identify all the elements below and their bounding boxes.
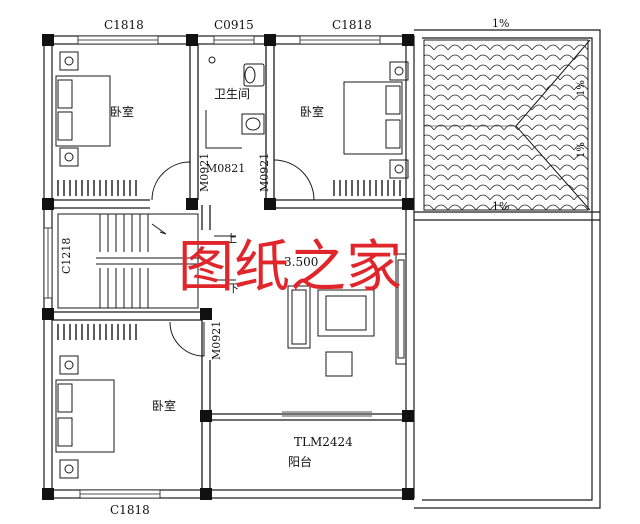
- bathroom-fixtures: [205, 56, 265, 149]
- stair-down-label: 下: [228, 282, 239, 295]
- room-label-balcony: 阳台: [288, 454, 312, 469]
- roof-slope-label-3: 1%: [576, 142, 587, 158]
- window-label-top-mid: C0915: [214, 18, 254, 32]
- door-label-bath: M0821: [206, 162, 245, 175]
- door-label-bedroom-right: M0921: [258, 153, 271, 192]
- watermark: 图纸之家: [178, 235, 402, 300]
- room-label-bedroom-top-right: 卧室: [300, 104, 324, 119]
- roof-slope-label-1: 1%: [492, 17, 509, 30]
- room-label-bedroom-bottom: 卧室: [152, 398, 176, 413]
- columns: [42, 34, 414, 500]
- balcony-door: [282, 411, 372, 417]
- room-label-bathroom: 卫生间: [214, 87, 250, 101]
- living-furniture: [287, 253, 407, 377]
- stair-up-label: 上: [226, 232, 237, 245]
- bed-top-right: [343, 61, 409, 179]
- window-label-bottom-left: C1818: [110, 503, 150, 517]
- door-label-balcony: TLM2424: [294, 435, 353, 449]
- roof-slope-label-4: 1%: [492, 200, 509, 213]
- bed-bottom: [55, 355, 115, 479]
- stair-case: [57, 213, 236, 309]
- door-label-bedroom-left: M0921: [198, 153, 211, 192]
- door-swings: [151, 159, 315, 357]
- wardrobes: [57, 180, 401, 340]
- window-label-left: C1218: [60, 238, 73, 274]
- roof-area: [423, 39, 591, 211]
- window-label-top-right: C1818: [332, 18, 372, 32]
- windows: [43, 35, 381, 499]
- room-label-bedroom-top-left: 卧室: [110, 104, 134, 119]
- bed-top-left: [55, 51, 111, 167]
- elevation-label: 3.500: [284, 255, 318, 269]
- roof-slope-label-2: 1%: [576, 80, 587, 96]
- window-label-top-left: C1818: [104, 18, 144, 32]
- door-label-bedroom-bottom: M0921: [210, 321, 223, 360]
